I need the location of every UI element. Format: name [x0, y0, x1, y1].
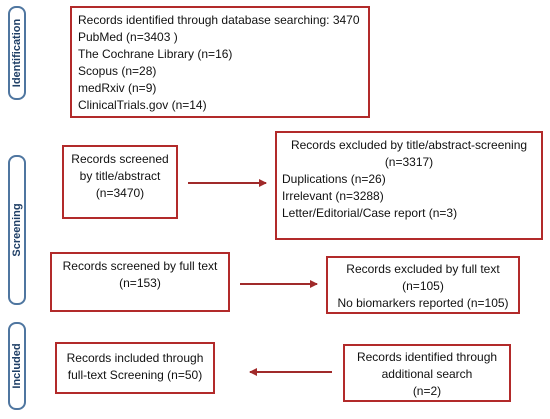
excluded-full-line-3: No biomarkers reported (n=105) — [337, 296, 509, 310]
additional-line-3: (n=2) — [412, 384, 442, 398]
stage-included: Included — [8, 322, 26, 410]
included-line-2: full-text Screening (n=50) — [67, 368, 203, 382]
excluded-full-line-1: Records excluded by full text — [346, 262, 500, 276]
excluded-title-line-2: (n=3317) — [384, 155, 434, 169]
screened-title-line-3: (n=3470) — [95, 186, 145, 200]
excluded-full-box: Records excluded by full text (n=105) No… — [326, 256, 520, 314]
screened-full-line-2: (n=153) — [119, 276, 161, 290]
identified-records-box: Records identified through database sear… — [70, 6, 370, 118]
identified-line-2: PubMed (n=3403 ) — [78, 30, 178, 44]
excluded-title-line-1: Records excluded by title/abstract-scree… — [290, 138, 528, 152]
identified-line-6: ClinicalTrials.gov (n=14) — [78, 98, 207, 112]
excluded-full-line-2: (n=105) — [402, 279, 444, 293]
included-box: Records included through full-text Scree… — [55, 342, 215, 394]
stage-screening: Screening — [8, 155, 26, 305]
included-line-1: Records included through — [66, 351, 204, 365]
screened-title-box: Records screened by title/abstract (n=34… — [62, 145, 178, 219]
additional-line-1: Records identified through — [356, 350, 498, 364]
additional-line-2: additional search — [381, 367, 473, 381]
screened-full-line-1: Records screened by full text — [62, 259, 218, 273]
screened-title-line-1: Records screened — [71, 152, 169, 166]
excluded-title-line-5: Letter/Editorial/Case report (n=3) — [282, 206, 458, 220]
identified-line-1: Records identified through database sear… — [78, 13, 360, 27]
identified-line-3: The Cochrane Library (n=16) — [78, 47, 233, 61]
excluded-title-box: Records excluded by title/abstract-scree… — [275, 131, 543, 240]
excluded-title-line-4: Irrelevant (n=3288) — [282, 189, 384, 203]
identified-line-5: medRxiv (n=9) — [78, 81, 157, 95]
identified-line-4: Scopus (n=28) — [78, 64, 157, 78]
additional-box: Records identified through additional se… — [343, 344, 511, 402]
screened-full-box: Records screened by full text (n=153) — [50, 252, 230, 312]
screened-title-line-2: by title/abstract — [79, 169, 161, 183]
excluded-title-line-3: Duplications (n=26) — [282, 172, 386, 186]
stage-identification: Identification — [8, 6, 26, 100]
